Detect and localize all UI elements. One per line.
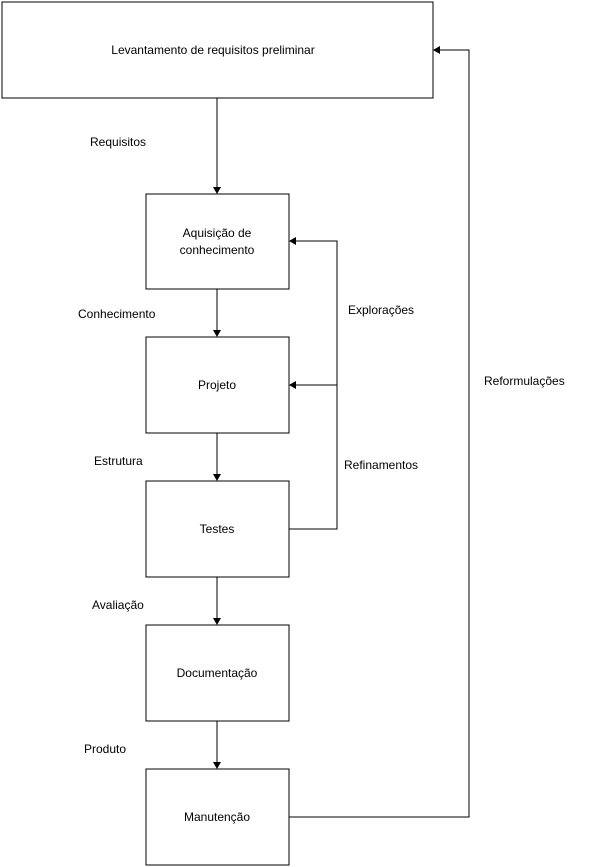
feedback-aquisicao-arrowhead	[289, 237, 296, 245]
edge-conhecimento-arrowhead	[213, 330, 221, 337]
feedback-projeto-arrowhead	[289, 381, 296, 389]
reformulacao-label: Reformulações	[484, 374, 565, 388]
edge-avaliacao-arrowhead	[213, 618, 221, 625]
node-manutencao-label: Manutenção	[184, 810, 250, 824]
edge-conhecimento-label: Conhecimento	[78, 307, 156, 321]
node-testes-box	[145, 480, 290, 578]
edge-requisitos-label: Requisitos	[90, 135, 146, 149]
edge-produto-arrowhead	[213, 762, 221, 769]
node-projeto-label: Projeto	[198, 378, 236, 392]
feedback-exploracoes-label: Explorações	[348, 303, 414, 317]
node-levantamento-box	[1, 1, 434, 99]
node-aquisicao-label-line2: conhecimento	[180, 243, 255, 257]
edge-produto-label: Produto	[84, 742, 126, 756]
reformulacao-arrowhead	[433, 46, 440, 54]
node-documentacao-box	[145, 624, 290, 722]
node-manutencao-box	[145, 768, 290, 866]
node-levantamento-label: Levantamento de requisitos preliminar	[111, 43, 314, 57]
edge-avaliacao-label: Avaliação	[92, 598, 144, 612]
reformulacao-loop-line	[289, 49, 470, 818]
edge-requisitos-arrowhead	[213, 187, 221, 194]
node-aquisicao-box	[145, 193, 290, 290]
edge-estrutura-arrowhead	[213, 474, 221, 481]
node-projeto-box	[145, 336, 290, 434]
edge-estrutura-label: Estrutura	[94, 454, 143, 468]
node-aquisicao-label-line1: Aquisição de	[183, 226, 252, 240]
feedback-refinamentos-label: Refinamentos	[344, 458, 418, 472]
node-testes-label: Testes	[200, 522, 235, 536]
node-documentacao-label: Documentação	[177, 666, 258, 680]
